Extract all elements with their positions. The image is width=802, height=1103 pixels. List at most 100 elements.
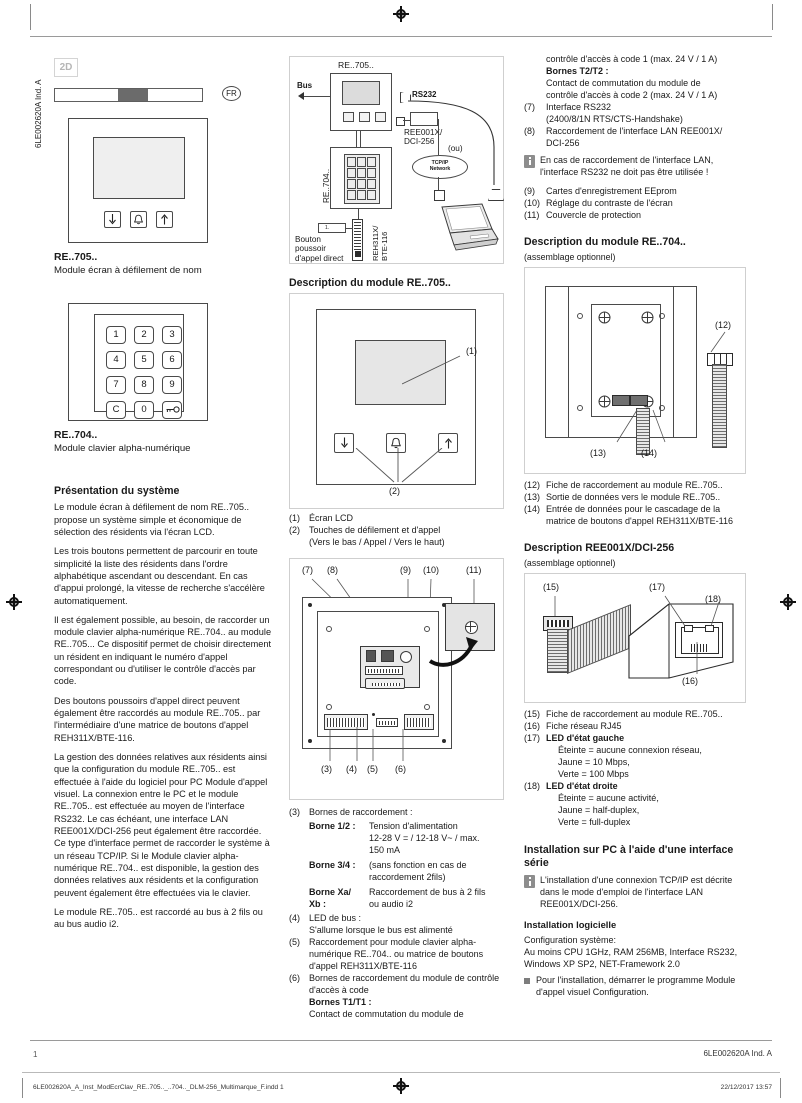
item-text-5: Raccordement pour module clavier alpha-n… bbox=[309, 936, 484, 971]
dci-legend-text-15: Fiche de raccordement au module RE..705.… bbox=[546, 708, 723, 719]
legend-num-2: (2) bbox=[289, 525, 300, 536]
terminals-intro-text: Bornes de raccordement : bbox=[309, 807, 413, 818]
screw-icon-tl bbox=[598, 311, 611, 324]
re704-callout-13: (13) bbox=[590, 447, 607, 458]
keypad-key-4[interactable]: 4 bbox=[106, 350, 126, 369]
schematic-network-plug bbox=[434, 190, 445, 201]
item-row-5: (5) Raccordement pour module clavier alp… bbox=[289, 937, 507, 973]
keypad-key-clear[interactable]: C bbox=[106, 400, 126, 419]
dci-callout-16: (16) bbox=[682, 675, 699, 686]
figure-re705-front bbox=[68, 118, 208, 243]
re704-legend-num-14: (14) bbox=[524, 503, 541, 514]
item-num-8: (8) bbox=[524, 125, 535, 136]
figure-re704-rear: (12) (13) (14) bbox=[524, 266, 746, 474]
dci-leaders-17-18 bbox=[664, 595, 720, 627]
keypad-key-3[interactable]: 3 bbox=[162, 325, 182, 344]
detail-down-key[interactable] bbox=[334, 433, 354, 454]
screw-icon-tr bbox=[641, 311, 654, 324]
key-row bbox=[69, 211, 207, 228]
progress-bar bbox=[54, 88, 203, 102]
re704-callout-12: (12) bbox=[715, 319, 732, 330]
keypad-key-9[interactable]: 9 bbox=[162, 375, 182, 394]
overview-paragraph-3: Il est également possible, au besoin, de… bbox=[54, 614, 272, 687]
re704-legend-text-14: Entrée de données pour le cascadage de l… bbox=[546, 503, 733, 526]
schematic-label-704: RE..704.. bbox=[322, 168, 331, 203]
info-callout-tcpip-text: L'installation d'une connexion TCP/IP es… bbox=[540, 875, 733, 910]
schematic-bus-line bbox=[302, 96, 330, 98]
down-key[interactable] bbox=[103, 211, 121, 228]
schematic-lan-module bbox=[410, 112, 438, 126]
up-key[interactable] bbox=[155, 211, 173, 228]
pcb-callout-10: (10) bbox=[423, 565, 440, 576]
item-num-11: (11) bbox=[524, 209, 540, 220]
re704-cable-13 bbox=[636, 407, 650, 455]
keypad-key-6[interactable]: 6 bbox=[162, 350, 182, 369]
schematic-laptop bbox=[430, 203, 500, 255]
terminals-intro-num: (3) bbox=[289, 807, 300, 818]
item-title-4: LED de bus : bbox=[309, 912, 362, 923]
re704-legend: (12) Fiche de raccordement au module RE.… bbox=[524, 480, 748, 528]
bell-key[interactable] bbox=[129, 211, 147, 228]
re704-legend-row-13: (13) Sortie de données vers le module RE… bbox=[524, 492, 748, 504]
detail-bell-key[interactable] bbox=[386, 433, 406, 454]
detail-up-key[interactable] bbox=[438, 433, 458, 454]
terminals-list: (3) Bornes de raccordement : Borne 1/2 :… bbox=[289, 807, 507, 1020]
figure-re705-pcb: (7) (8) (9) (10) (11) bbox=[289, 558, 504, 801]
dci-legend-num-17: (17) bbox=[524, 732, 541, 743]
terminal-key-3: Borne Xa/ Xb : bbox=[309, 886, 352, 909]
registration-mark-footer bbox=[393, 1078, 409, 1094]
system-overview-title: Présentation du système bbox=[54, 484, 180, 497]
led-left bbox=[684, 624, 693, 632]
dci-ribbon-vertical bbox=[547, 628, 569, 673]
software-install-bullet-text: Pour l'installation, démarrer le program… bbox=[536, 974, 736, 997]
product2-name: Module clavier alpha-numérique bbox=[54, 442, 191, 454]
dci-legend-row-16: (16) Fiche réseau RJ45 bbox=[524, 721, 748, 733]
pcb-callout-7: (7) bbox=[302, 565, 313, 576]
item-row-4: (4) LED de bus : bbox=[289, 913, 507, 925]
keypad-key-0[interactable]: 0 bbox=[134, 400, 154, 419]
re704-cable-12 bbox=[712, 363, 727, 448]
item-text-9: Cartes d'enregistrement EEprom bbox=[546, 185, 677, 196]
dci-callout-18: (18) bbox=[705, 593, 722, 604]
language-badge: FR bbox=[222, 86, 241, 101]
dci-leader-15 bbox=[554, 595, 556, 616]
re704-hole-tl bbox=[577, 312, 583, 319]
key-icon[interactable] bbox=[162, 400, 182, 419]
section-title-dci-desc: Description REE001X/DCI-256 bbox=[524, 541, 675, 554]
item-row-6: (6) Bornes de raccordement du module de … bbox=[289, 973, 507, 997]
terminal-row-1: Borne 1/2 : Tension d'alimentation 12-28… bbox=[289, 821, 507, 857]
keypad-key-5[interactable]: 5 bbox=[134, 350, 154, 369]
re704-hole-br bbox=[659, 404, 665, 411]
print-file-name: 6LE002620A_A_Inst_ModEcrClav_RE..705.._.… bbox=[33, 1084, 284, 1091]
keypad-key-1[interactable]: 1 bbox=[106, 325, 126, 344]
contrast-trimmer[interactable] bbox=[400, 651, 412, 664]
schematic-box-704 bbox=[330, 147, 392, 209]
terminal-value-2: (sans fonction en cas de raccordement 2f… bbox=[369, 860, 467, 882]
re704-rear-outer bbox=[545, 285, 697, 438]
overview-paragraph-1: Le module écran à défilement de nom RE..… bbox=[54, 502, 250, 537]
dci-callout-15: (15) bbox=[543, 581, 560, 592]
schematic-box-705 bbox=[330, 73, 392, 131]
software-requirements: Configuration système: Au moins CPU 1GHz… bbox=[524, 935, 738, 969]
dci-rj45-port bbox=[675, 621, 723, 658]
section-title-install-pc: Installation sur PC à l'aide d'une inter… bbox=[524, 843, 734, 869]
item-text-6: Bornes de raccordement du module de cont… bbox=[309, 972, 500, 995]
re704-rear-plate bbox=[591, 303, 661, 417]
product1-name: Module écran à défilement de nom bbox=[54, 264, 202, 276]
re704-legend-text-12: Fiche de raccordement au module RE..705.… bbox=[546, 479, 723, 490]
keypad-key-2[interactable]: 2 bbox=[134, 325, 154, 344]
schematic-lan-plug bbox=[396, 117, 405, 126]
pcb-callout-11: (11) bbox=[466, 565, 482, 576]
re704-legend-num-12: (12) bbox=[524, 479, 541, 490]
terminal-value-3: Raccordement de bus à 2 fils ou audio i2 bbox=[369, 886, 486, 909]
section-sub-dci: (assemblage optionnel) bbox=[524, 557, 616, 568]
keypad-key-8[interactable]: 8 bbox=[134, 375, 154, 394]
keypad-frame: 1 2 3 4 5 6 7 8 9 C 0 bbox=[94, 313, 184, 419]
keypad-key-7[interactable]: 7 bbox=[106, 375, 126, 394]
product2-code: RE..704.. bbox=[54, 429, 98, 441]
pcb-callout-5: (5) bbox=[367, 764, 378, 775]
software-install-bullet: Pour l'installation, démarrer le program… bbox=[524, 975, 748, 999]
pcb-corner-dot-br bbox=[442, 739, 446, 744]
overview-paragraph-2: Les trois boutons permettent de parcouri… bbox=[54, 546, 265, 606]
re704-legend-num-13: (13) bbox=[524, 491, 541, 502]
